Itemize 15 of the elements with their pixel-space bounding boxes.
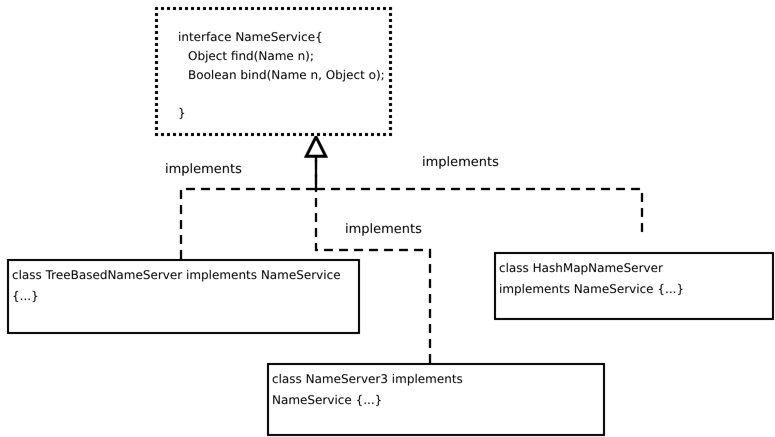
code-line: interface NameService{ — [178, 29, 323, 46]
edge-label: implements — [165, 163, 242, 176]
class-box — [494, 252, 774, 320]
class-declaration: class NameServer3 implements NameService {...} — [272, 371, 464, 409]
class-declaration: class HashMapNameServer implements NameService {...} — [499, 260, 686, 298]
code-line: Object find(Name n); — [187, 48, 314, 65]
code-line: } — [178, 105, 186, 122]
code-line: Boolean bind(Name n, Object o); — [187, 67, 385, 84]
edge-label: implements — [422, 156, 499, 169]
interface-box — [155, 7, 392, 136]
edge-label: implements — [345, 223, 422, 236]
class-box — [267, 363, 605, 436]
class-box — [7, 259, 360, 334]
class-declaration: class TreeBasedNameServer implements NameService {...} — [12, 267, 342, 305]
dashed-arrow — [304, 136, 432, 363]
